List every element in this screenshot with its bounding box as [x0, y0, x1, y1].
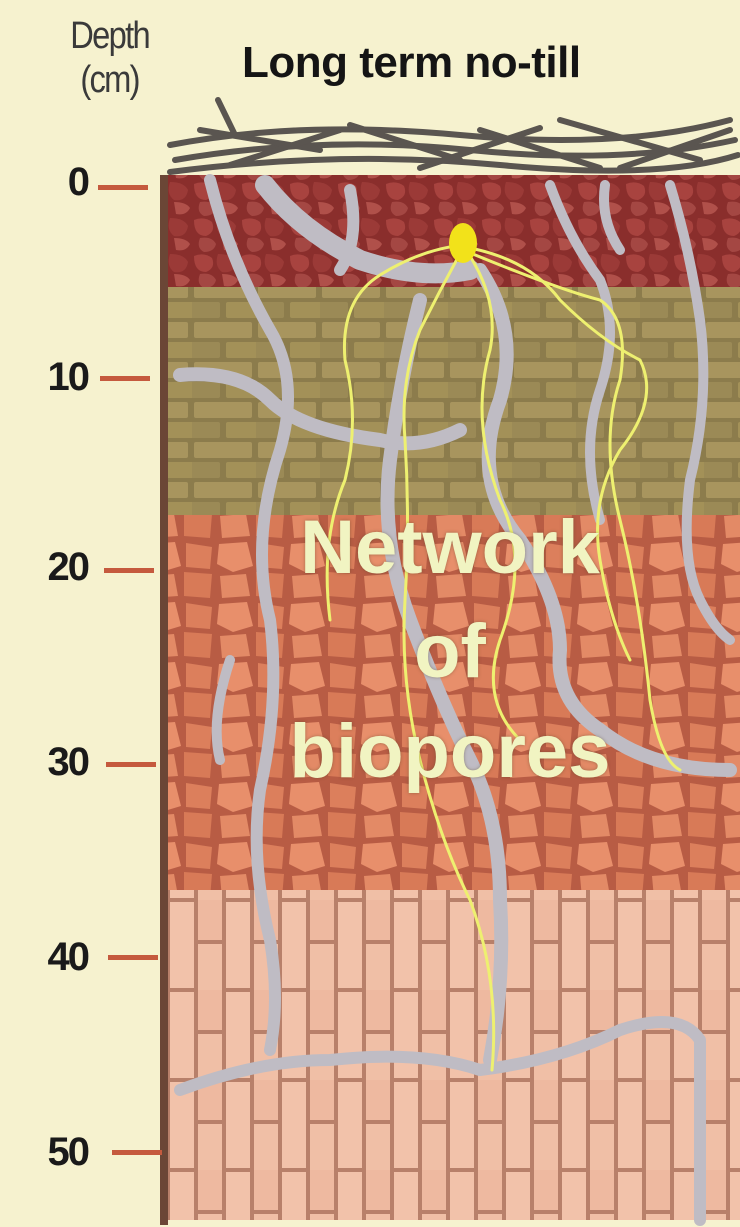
- tick-mark: [98, 185, 148, 190]
- tick-mark: [104, 568, 154, 573]
- depth-tick-label: 30: [8, 740, 88, 785]
- depth-tick-label: 20: [8, 545, 88, 590]
- profile-left-edge: [160, 175, 168, 1225]
- depth-tick-label: 10: [8, 355, 88, 400]
- seed-icon: [449, 223, 477, 263]
- residue-mulch: [170, 100, 738, 172]
- prismatic-layer: [165, 890, 740, 1220]
- depth-tick-label: 50: [8, 1130, 88, 1175]
- depth-tick-label: 0: [8, 160, 88, 205]
- tick-mark: [100, 376, 150, 381]
- overlay-label-line3: biopores: [250, 712, 650, 792]
- tick-mark: [112, 1150, 162, 1155]
- platy-layer: [165, 287, 740, 515]
- tick-mark: [108, 955, 158, 960]
- depth-tick-label: 40: [8, 935, 88, 980]
- overlay-label-line2: of: [250, 612, 650, 692]
- overlay-label-line1: Network: [250, 508, 650, 588]
- tick-mark: [106, 762, 156, 767]
